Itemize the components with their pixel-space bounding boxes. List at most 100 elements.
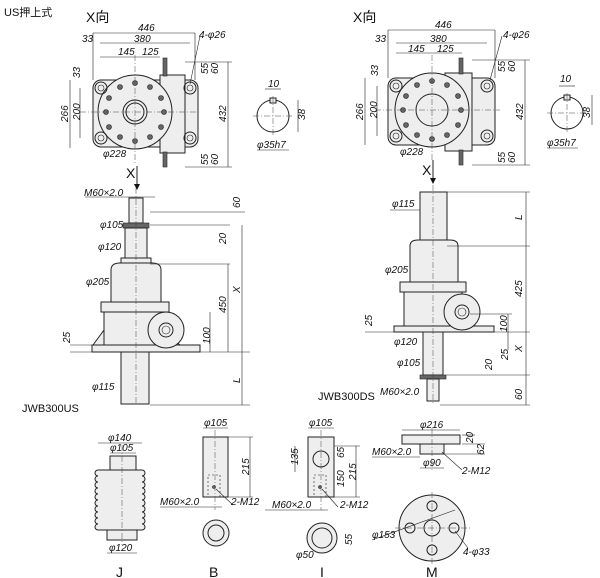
dim-266: 266: [60, 105, 71, 123]
dim-60: 60: [507, 151, 518, 163]
dim-120: φ120: [98, 242, 122, 253]
dim-150: 150: [336, 470, 347, 487]
dim-x: X: [232, 286, 243, 294]
dim-120: φ120: [109, 543, 133, 554]
dim-135: 135: [290, 448, 301, 465]
dim-60: 60: [507, 60, 518, 72]
dim-20: 20: [484, 358, 495, 371]
accessory-j-bellows: φ140 φ105 φ120 J: [94, 433, 146, 578]
dim-153: φ153: [372, 530, 396, 541]
arrow-down-icon: [430, 178, 436, 184]
dim-60: 60: [210, 153, 221, 165]
dim-l: L: [232, 377, 243, 383]
dim-446: 446: [435, 20, 452, 31]
dim-l: L: [514, 214, 525, 220]
input-shaft-bottom: [162, 151, 168, 168]
dim-90: φ90: [423, 458, 441, 469]
shaft-section-left: 10 38 φ35h7: [253, 79, 308, 151]
dim-thread: M60×2.0: [272, 500, 312, 511]
accessory-label: J: [116, 564, 123, 578]
drawing-title: US押上式: [4, 5, 52, 19]
dim-33-vert: 33: [72, 66, 83, 78]
dim-60: 60: [514, 388, 525, 400]
dim-450: 450: [218, 296, 229, 313]
dim-105: φ105: [110, 443, 134, 454]
dim-38: 38: [582, 106, 593, 118]
dim-55: 55: [200, 62, 211, 74]
top-view-left: X向 446 33 380 145 125 4-φ26 33 266 200 4…: [60, 9, 232, 190]
dim-x: X: [514, 345, 525, 353]
flange-bolts: [103, 80, 167, 144]
dim-140: φ140: [108, 433, 132, 444]
dim-228: φ228: [103, 149, 127, 160]
dim-425: 425: [514, 280, 525, 297]
accessory-i: φ105 135 65 150 215 M60×2.0 2-M12 55 φ50…: [265, 418, 369, 578]
dim-380: 380: [134, 34, 151, 45]
x-direction-label: X: [422, 162, 432, 178]
dim-120: φ120: [394, 337, 418, 348]
dim-100: 100: [202, 327, 213, 344]
dim-105: φ105: [397, 358, 421, 369]
dim-25: 25: [364, 314, 375, 327]
shaft-section-right: 10 38 φ35h7: [547, 74, 593, 149]
dim-55: 55: [200, 153, 211, 165]
accessory-m: φ216 20 62 M60×2.0 φ90 2-M12 φ153 4-φ33 …: [371, 420, 491, 578]
accessory-label: M: [426, 564, 438, 578]
dim-thread: M60×2.0: [160, 497, 200, 508]
accessory-label: I: [320, 564, 324, 578]
dim-bolts: 2-M12: [461, 466, 491, 477]
dim-25: 25: [62, 331, 73, 344]
dim-shaft-dia: φ35h7: [257, 140, 286, 151]
dim-145: 145: [408, 44, 425, 55]
dim-115: φ115: [92, 382, 115, 393]
dim-55: 55: [497, 60, 508, 72]
dim-holes: 4-φ26: [199, 30, 226, 41]
arrow-down-icon: [134, 184, 140, 190]
dim-105: φ105: [309, 418, 333, 429]
accessory-label: B: [209, 564, 218, 578]
dim-38: 38: [297, 108, 308, 120]
dim-62: 62: [476, 443, 487, 455]
dim-60: 60: [232, 196, 243, 208]
dim-20: 20: [218, 232, 229, 245]
dim-100: 100: [499, 315, 510, 332]
dim-380: 380: [430, 34, 447, 45]
dim-key-width: 10: [268, 79, 280, 90]
x-direction-label: X: [126, 165, 136, 181]
dim-bolts: 2-M12: [339, 500, 369, 511]
dim-200: 200: [369, 101, 380, 119]
dim-125: 125: [142, 47, 159, 58]
dim-shaft-dia: φ35h7: [547, 138, 576, 149]
mount-holes: [94, 81, 197, 145]
dim-holes: 4-φ26: [503, 30, 530, 41]
dim-205: φ205: [385, 265, 409, 276]
dim-bolts: 2-M12: [230, 497, 260, 508]
dim-105: φ105: [204, 418, 228, 429]
dim-145: 145: [118, 47, 135, 58]
dim-266: 266: [355, 103, 366, 121]
dim-33: 33: [82, 34, 94, 45]
front-view-ds: φ115 L φ205 425 25 100 φ120 25 X 20 φ105…: [318, 185, 530, 406]
dim-432: 432: [218, 105, 229, 122]
dim-55: 55: [344, 533, 355, 545]
accessory-b: φ105 215 M60×2.0 2-M12 B: [160, 418, 260, 578]
dim-125: 125: [437, 44, 454, 55]
dim-105: φ105: [100, 220, 124, 231]
front-view-us: M60×2.0 60 φ105 20 φ120 φ205 450 X 100 2…: [22, 188, 250, 415]
model-label: JWB300DS: [318, 391, 375, 403]
dim-216: φ216: [420, 420, 444, 431]
dim-33: 33: [375, 34, 387, 45]
dim-key-width: 10: [560, 74, 572, 85]
dim-50: φ50: [296, 550, 314, 561]
dim-20: 20: [465, 431, 476, 444]
dim-432: 432: [515, 103, 526, 120]
dim-55: 55: [497, 151, 508, 163]
top-view-right: X向 446 33 380 145 125 4-φ26 33 266 200 4…: [353, 9, 530, 184]
dim-65: 65: [336, 446, 347, 458]
dim-446: 446: [138, 23, 155, 34]
dim-215: 215: [241, 458, 252, 476]
dim-33-vert: 33: [370, 64, 381, 76]
dim-228: φ228: [400, 147, 424, 158]
dim-215: 215: [348, 463, 359, 481]
